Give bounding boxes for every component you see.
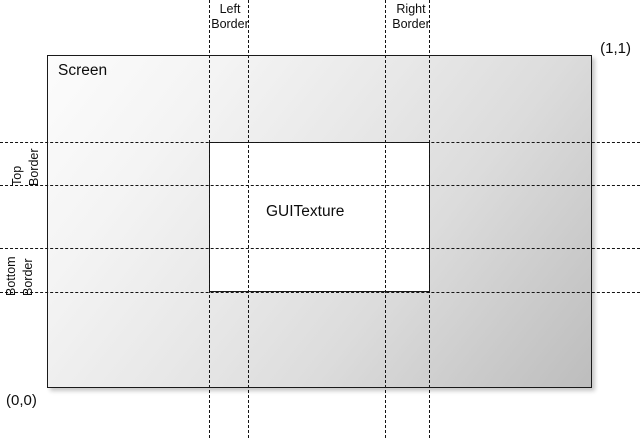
guide-vline-left-outer bbox=[209, 0, 210, 438]
bottom-border-label-line2: Border bbox=[21, 258, 35, 296]
corner-label-top-right: (1,1) bbox=[600, 40, 631, 57]
right-border-label-line2: Border bbox=[392, 16, 430, 31]
guide-hline-top-inner bbox=[0, 185, 640, 186]
guide-hline-bottom-inner bbox=[0, 248, 640, 249]
corner-label-bottom-left: (0,0) bbox=[6, 392, 37, 409]
left-border-label: Left Border bbox=[198, 2, 262, 32]
guide-hline-top-outer bbox=[0, 142, 640, 143]
guide-vline-right-inner bbox=[385, 0, 386, 438]
guide-vline-left-inner bbox=[248, 0, 249, 438]
right-border-label: Right Border bbox=[379, 2, 443, 32]
left-border-label-line2: Border bbox=[211, 16, 249, 31]
top-border-label-line1: Top bbox=[10, 165, 24, 186]
guitexture-rectangle bbox=[209, 142, 430, 292]
guide-vline-right-outer bbox=[429, 0, 430, 438]
screen-label: Screen bbox=[58, 62, 108, 79]
top-border-label-line2: Border bbox=[27, 148, 41, 186]
right-border-label-line1: Right bbox=[396, 2, 426, 16]
guitexture-label: GUITexture bbox=[266, 203, 345, 220]
guide-hline-bottom-outer bbox=[0, 292, 640, 293]
bottom-border-label-line1: Bottom bbox=[4, 256, 18, 296]
left-border-label-line1: Left bbox=[219, 2, 241, 16]
